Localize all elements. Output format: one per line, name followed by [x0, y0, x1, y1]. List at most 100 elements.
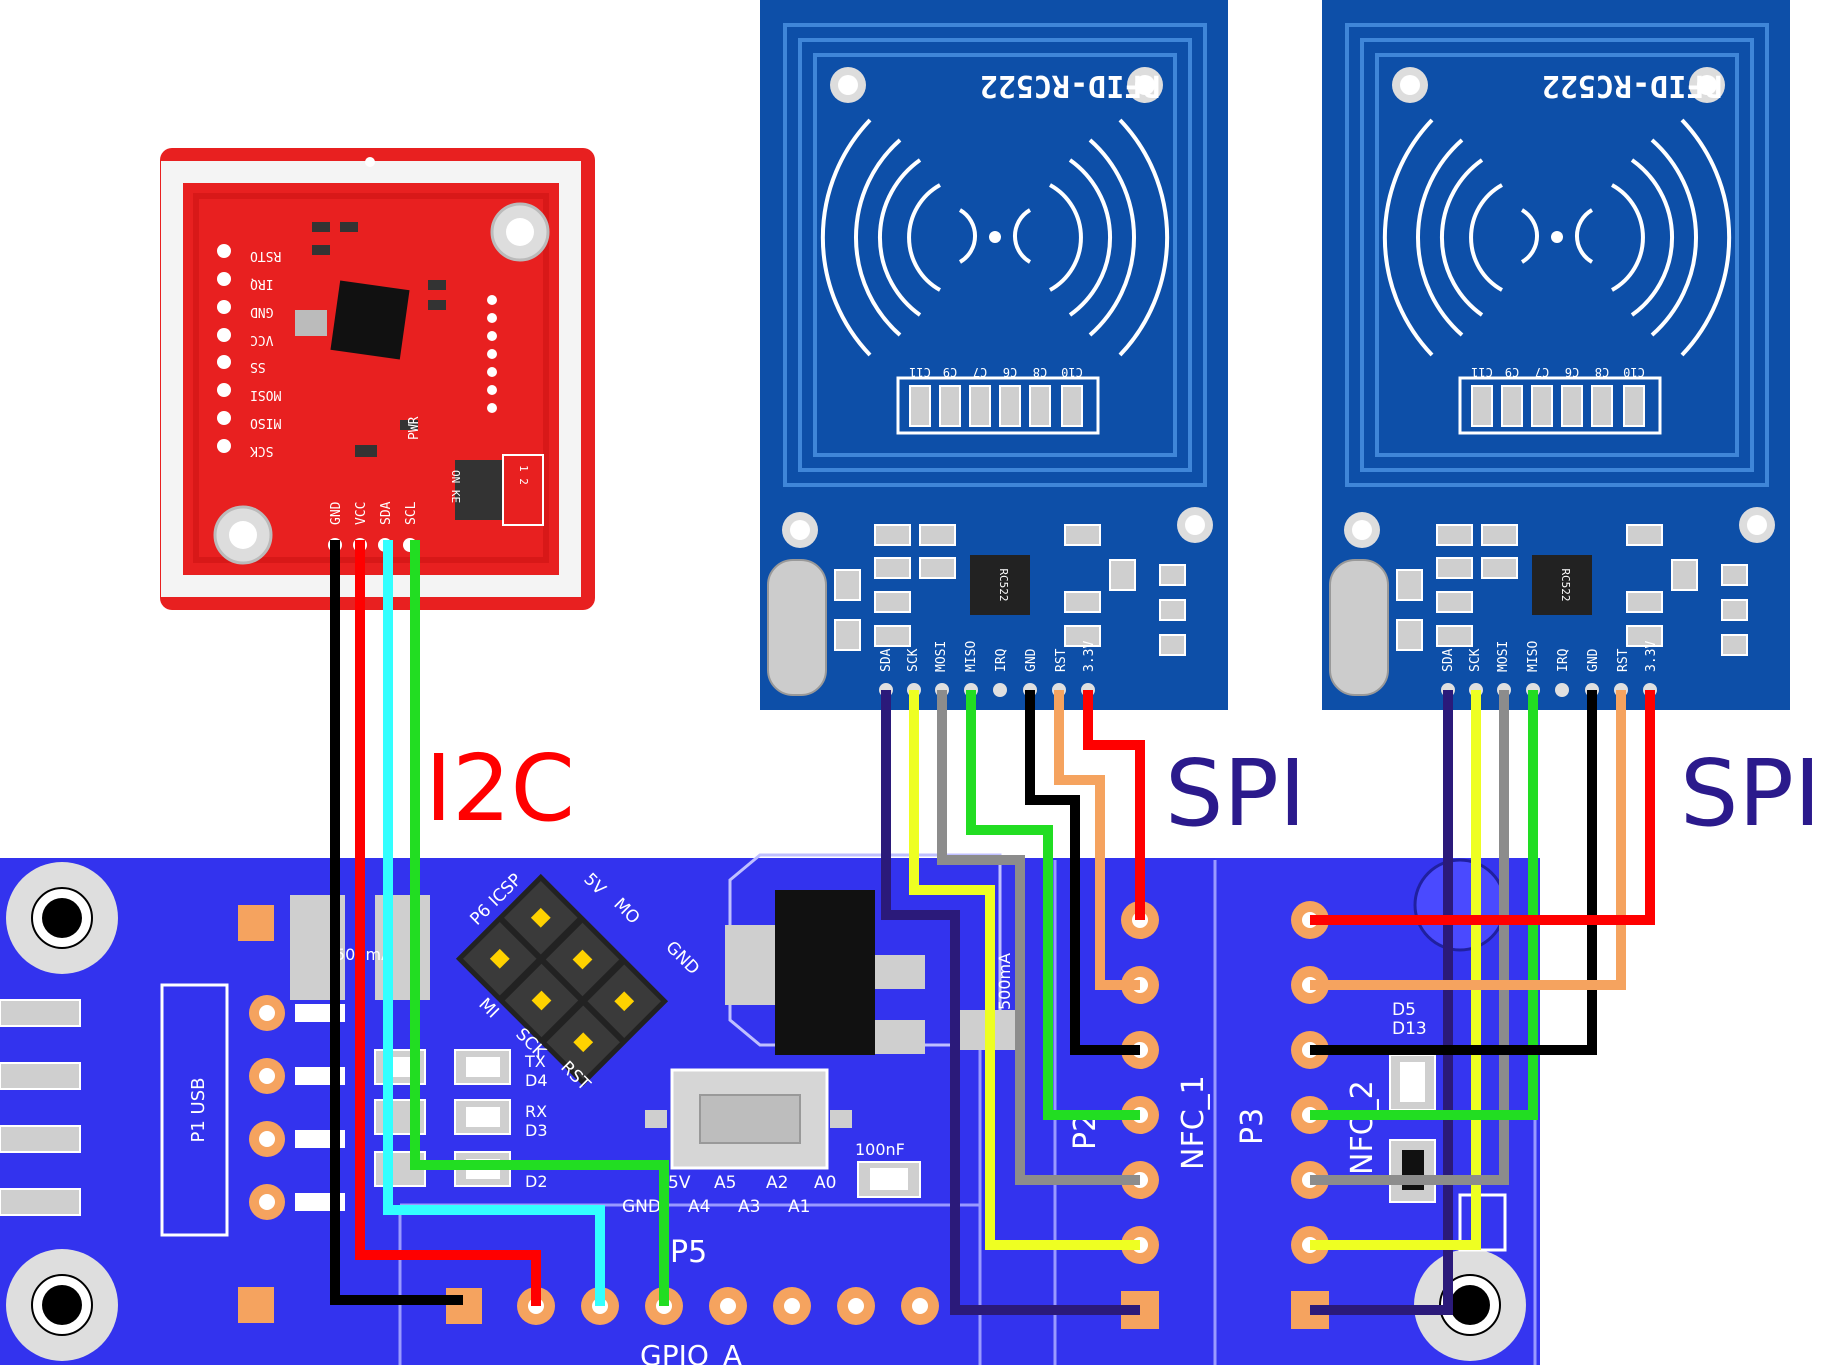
- gpio-bottom-labels: GND A4 A3 A1: [622, 1197, 810, 1217]
- icsp-header: [455, 873, 669, 1087]
- rc522-left-chip: RC522: [997, 568, 1010, 601]
- usb-connector: P1 USB: [0, 983, 229, 1237]
- wire-spi2-gnd: [1310, 690, 1597, 1055]
- wire-spi1-rst: [1054, 690, 1140, 990]
- rc522-right-cap-c11: C11: [1471, 365, 1493, 379]
- spi-left-wires: [881, 690, 1145, 1315]
- pn532-pin-ss: SS: [250, 359, 266, 374]
- p3-label: P3: [1235, 1108, 1270, 1145]
- gpio-label-a2: A2: [766, 1173, 788, 1193]
- rc522-right-chip: RC522: [1559, 568, 1572, 601]
- spi-left-label: SPI: [1165, 740, 1306, 847]
- rc522-left-cap-c7: C7: [973, 365, 987, 379]
- capacitor-100nf: [857, 1161, 921, 1198]
- rc522-left-cap-c8: C8: [1033, 365, 1047, 379]
- reset-button: [645, 1068, 852, 1170]
- led-d2-label: D2: [525, 1172, 548, 1191]
- polyfuse: 500mA: [290, 895, 430, 1000]
- mount-hole-right-top: [1413, 858, 1507, 952]
- led-tx-label: TX: [524, 1052, 546, 1071]
- usb-label: P1 USB: [188, 1078, 209, 1143]
- pn532-pin-sda: SDA: [379, 501, 394, 525]
- main-board: P1 USB 500mA: [0, 853, 1540, 1365]
- rc522-left-pin-rst: RST: [1054, 648, 1069, 672]
- rc522-right-pin-rst: RST: [1616, 648, 1631, 672]
- wire-i2c-sda: [383, 540, 605, 1306]
- gpio-label-a4: A4: [688, 1197, 710, 1217]
- wire-spi2-rst: [1310, 690, 1626, 990]
- led-d3-label: D3: [525, 1121, 548, 1140]
- pn532-pin-miso: MISO: [250, 415, 281, 430]
- spi-right-label: SPI: [1680, 740, 1821, 847]
- wire-i2c-scl: [410, 540, 669, 1306]
- d5-label: D5: [1392, 1000, 1416, 1020]
- rc522-left-pin-miso: MISO: [964, 641, 979, 672]
- mount-hole-bottom-left: [6, 1249, 118, 1361]
- gpio-label-a1: A1: [788, 1197, 810, 1217]
- rc522-right-pin-sck: SCK: [1468, 648, 1483, 672]
- pn532-pwr-label: PWR: [407, 416, 422, 440]
- rc522-left-pin-sck: SCK: [906, 648, 921, 672]
- led-d5: [1389, 1054, 1507, 1252]
- pn532-pin-gnd: GND: [250, 304, 274, 319]
- wire-spi2-vcc: [1310, 690, 1655, 925]
- regulator-label: 500mA: [995, 953, 1014, 1010]
- rc522-left: RFID-RC522 C11 C9 C7 C6 C8 C10 RC522: [760, 0, 1228, 710]
- gpio-top-labels: 5V A5 A2 A0: [668, 1173, 836, 1193]
- pn532-module: RSTO IRQ GND VCC SS MOSI MISO SCK GND VC…: [160, 148, 595, 610]
- rc522-left-cap-c6: C6: [1003, 365, 1017, 379]
- p5-label: P5: [670, 1235, 707, 1270]
- pn532-pin-mosi: MOSI: [250, 387, 281, 402]
- rc522-right-cap-c10: C10: [1623, 365, 1645, 379]
- rc522-right: RFID-RC522 C11 C9 C7 C6 C8 C10 RC522: [1322, 0, 1790, 710]
- pn532-pin-vcc: VCC: [250, 332, 273, 347]
- rc522-right-cap-c7: C7: [1535, 365, 1549, 379]
- i2c-label: I2C: [425, 735, 575, 842]
- rc522-right-pin-mosi: MOSI: [1496, 641, 1511, 672]
- pn532-pin-rsto: RSTO: [250, 248, 281, 263]
- wire-spi2-sck: [1310, 690, 1481, 1250]
- led-rx-label: RX: [525, 1102, 547, 1121]
- rc522-right-pin-gnd: GND: [1586, 648, 1601, 672]
- wire-spi1-mosi: [937, 690, 1140, 1185]
- wire-spi2-sda: [1310, 690, 1453, 1315]
- gpio-a-label: GPIO_A: [640, 1339, 742, 1365]
- cap-100nf-label: 100nF: [855, 1140, 905, 1159]
- gpio-label-a0: A0: [814, 1173, 836, 1193]
- rc522-left-pin-33v: 3.3V: [1082, 641, 1097, 672]
- gpio-label-5v: 5V: [668, 1173, 691, 1193]
- wire-spi2-mosi: [1310, 690, 1509, 1185]
- led-d4-label: D4: [525, 1071, 548, 1090]
- mount-hole-right-bottom: [1414, 1249, 1526, 1361]
- rc522-left-pin-sda: SDA: [879, 648, 894, 672]
- rc522-left-cap-c11: C11: [909, 365, 931, 379]
- rc522-right-pin-irq: IRQ: [1556, 648, 1571, 672]
- i2c-wires: [330, 540, 669, 1306]
- pn532-pin-irq: IRQ: [250, 276, 274, 291]
- rc522-left-pin-gnd: GND: [1024, 648, 1039, 672]
- pn532-pin-scl: SCL: [404, 501, 419, 525]
- gpio-label-a3: A3: [738, 1197, 760, 1217]
- gpio-label-gnd: GND: [622, 1197, 661, 1217]
- spi-right-wires: [1310, 690, 1655, 1315]
- rc522-right-pin-sda: SDA: [1441, 648, 1456, 672]
- wire-spi1-vcc: [1083, 690, 1145, 920]
- nfc2-label: NFC_2: [1345, 1080, 1380, 1175]
- wire-i2c-gnd: [330, 540, 463, 1305]
- rc522-right-pin-miso: MISO: [1526, 641, 1541, 672]
- wire-i2c-vcc: [355, 540, 541, 1306]
- mount-hole-top-left: [6, 862, 118, 974]
- rc522-right-title: RFID-RC522: [1542, 68, 1723, 103]
- rc522-right-cap-c6: C6: [1565, 365, 1579, 379]
- nfc1-label: NFC_1: [1176, 1075, 1211, 1170]
- wire-spi1-miso: [966, 690, 1140, 1120]
- d13-label: D13: [1392, 1019, 1427, 1039]
- pn532-switch-label: ON KE: [449, 470, 462, 503]
- wire-spi2-miso: [1310, 690, 1538, 1120]
- rc522-right-cap-c8: C8: [1595, 365, 1609, 379]
- pn532-pin-sck: SCK: [250, 443, 274, 458]
- rc522-left-cap-c10: C10: [1061, 365, 1083, 379]
- rc522-right-pin-33v: 3.3V: [1644, 641, 1659, 672]
- wire-spi1-sck: [909, 690, 1140, 1250]
